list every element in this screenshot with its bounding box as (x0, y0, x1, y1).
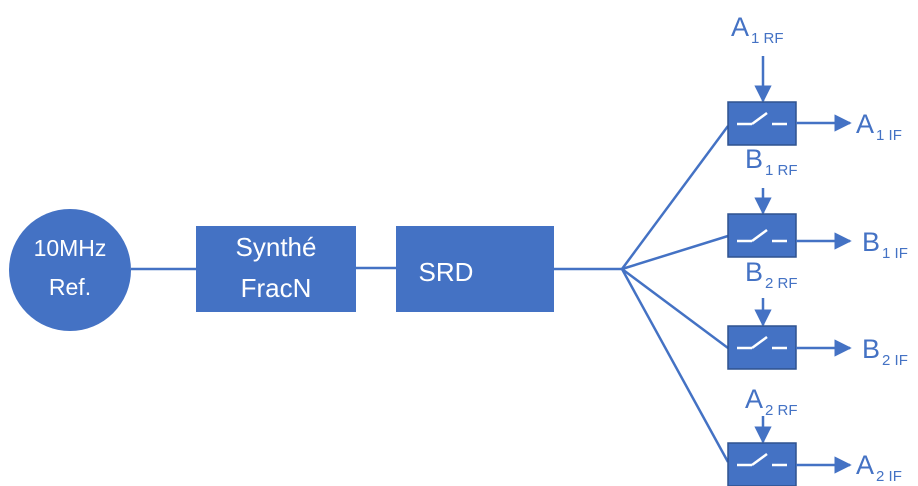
switch-icon (737, 111, 787, 126)
synth-label-line1: Synthé (236, 232, 317, 262)
switch-block-b1 (727, 213, 797, 258)
synth-label-line2: FracN (241, 273, 312, 303)
srd-label: SRD (419, 257, 474, 287)
ref-label-line1: 10MHz (34, 235, 107, 261)
synth-block (196, 226, 356, 312)
srd-block (396, 226, 554, 312)
wire-split-to-mixer-b2 (621, 267, 729, 350)
wire-split-to-mixer-a1 (620, 125, 730, 270)
switch-icon (737, 228, 787, 243)
ref-label-line2: Ref. (49, 274, 91, 300)
switch-icon (737, 452, 787, 467)
wire-split-to-mixer-b1 (621, 234, 729, 271)
ref-oscillator-circle (9, 209, 131, 331)
switch-icon (737, 335, 787, 350)
wire-split-to-mixer-a2 (620, 268, 730, 463)
